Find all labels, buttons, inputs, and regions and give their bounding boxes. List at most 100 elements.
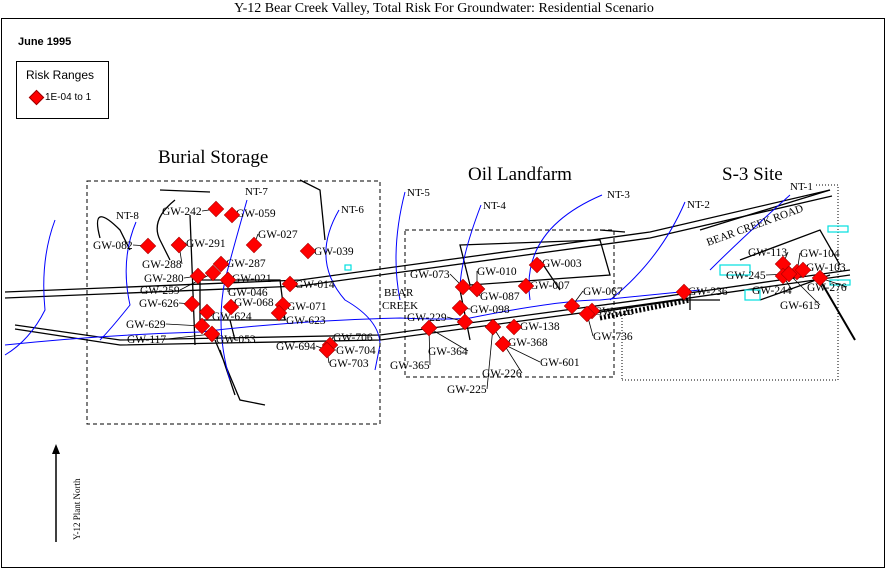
well-marker-diamond-icon[interactable] (198, 303, 216, 321)
well-marker-diamond-icon[interactable] (223, 206, 241, 224)
legend: Risk Ranges 1E-04 to 1 (16, 61, 109, 119)
well-marker-diamond-icon[interactable] (212, 255, 230, 273)
well-label: GW-276 (807, 282, 847, 294)
well-label: GW-706 (333, 332, 373, 344)
well-marker-diamond-icon[interactable] (563, 297, 581, 315)
well-label: GW-615 (780, 300, 820, 312)
well-marker-diamond-icon[interactable] (675, 283, 693, 301)
site-boundaries (86, 180, 839, 425)
burial-roads (156, 179, 326, 346)
burial-storage-boundary (86, 180, 381, 425)
well-marker-diamond-icon[interactable] (468, 280, 486, 298)
well-label: GW-021 (232, 273, 272, 285)
well-marker-diamond-icon[interactable] (299, 242, 317, 260)
well-label: GW-117 (127, 334, 166, 346)
well-marker-diamond-icon[interactable] (222, 298, 240, 316)
well-label: GW-624 (212, 311, 252, 323)
well-label: GW-703 (329, 358, 369, 370)
well-label: GW-046 (228, 287, 268, 299)
well-label: GW-601 (540, 357, 580, 369)
creek-road-south (14, 274, 851, 346)
north-label: Y-12 Plant North (72, 478, 82, 540)
well-label: GW-068 (234, 297, 274, 309)
well-label: GW-073 (410, 269, 450, 281)
well-marker-diamond-icon[interactable] (505, 318, 523, 336)
well-marker-diamond-icon[interactable] (219, 271, 237, 289)
well-marker-diamond-icon[interactable] (189, 267, 207, 285)
well-marker-diamond-icon[interactable] (528, 256, 546, 274)
well-label: GW-067 (583, 286, 623, 298)
rail-siding (599, 297, 691, 321)
well-label: GW-244 (752, 285, 792, 297)
well-label: GW-014 (295, 279, 335, 291)
well-label: GW-059 (236, 208, 276, 220)
nt8-stream (99, 221, 137, 341)
well-marker-diamond-icon[interactable] (780, 265, 798, 283)
map-title: Y-12 Bear Creek Valley, Total Risk For G… (234, 1, 654, 16)
well-label: GW-365 (390, 360, 430, 372)
well-label: GW-087 (480, 291, 520, 303)
well-label: GW-291 (186, 238, 226, 250)
well-label: GW-280 (144, 273, 184, 285)
well-label: GW-288 (142, 259, 182, 271)
well-marker-diamond-icon[interactable] (517, 277, 535, 295)
site-label: Oil Landfarm (468, 164, 572, 185)
well-label: GW-053 (216, 334, 256, 346)
nt2-stream (609, 201, 686, 301)
leader-line (788, 273, 821, 306)
well-marker-diamond-icon[interactable] (281, 275, 299, 293)
bear-creek-stream (4, 289, 701, 346)
creek-label: BEAR (384, 287, 414, 299)
well-marker-diamond-icon[interactable] (193, 317, 211, 335)
road-north-edge (4, 189, 831, 293)
well-label: GW-368 (508, 337, 548, 349)
well-label: GW-694 (276, 341, 316, 353)
well-label: GW-736 (593, 331, 633, 343)
legend-item: 1E-04 to 1 (28, 89, 92, 106)
well-marker-diamond-icon[interactable] (811, 269, 829, 287)
well-marker-diamond-icon[interactable] (420, 319, 438, 337)
well-label: GW-626 (139, 298, 179, 310)
well-marker-diamond-icon[interactable] (494, 335, 512, 353)
well-label: GW-007 (530, 280, 570, 292)
well-marker-diamond-icon[interactable] (456, 313, 474, 331)
well-marker-diamond-icon[interactable] (794, 261, 812, 279)
well-marker-diamond-icon[interactable] (204, 264, 222, 282)
well-label: GW-104 (800, 248, 840, 260)
well-marker-diamond-icon[interactable] (451, 299, 469, 317)
well-marker-diamond-icon[interactable] (183, 295, 201, 313)
well-marker-diamond-icon[interactable] (245, 236, 263, 254)
leader-line (492, 326, 523, 374)
well-label: GW-098 (470, 304, 510, 316)
well-marker-diamond-icon[interactable] (139, 237, 157, 255)
oil-landfarm-boundary (404, 229, 615, 378)
well-marker-diamond-icon[interactable] (207, 200, 225, 218)
nt5-stream (395, 191, 406, 301)
well-label: GW-103 (806, 262, 846, 274)
nt6-stream (325, 209, 381, 371)
leader-line (486, 326, 494, 390)
well-marker-diamond-icon[interactable] (203, 325, 221, 343)
legend-item-label: 1E-04 to 1 (45, 92, 92, 103)
well-label: GW-704 (336, 345, 376, 357)
map-date: June 1995 (18, 36, 72, 48)
well-marker-diamond-icon[interactable] (578, 305, 596, 323)
site-label: Burial Storage (158, 147, 268, 168)
well-marker-diamond-icon[interactable] (270, 304, 288, 322)
map-border (1, 18, 885, 568)
well-label: GW-138 (520, 321, 560, 333)
tributary-label: NT-4 (483, 200, 506, 212)
s3-boundary (621, 184, 839, 381)
well-marker-diamond-icon[interactable] (484, 318, 502, 336)
tributary-label: NT-8 (116, 210, 139, 222)
site-label: S-3 Site (722, 164, 783, 185)
well-marker-diamond-icon[interactable] (170, 236, 188, 254)
well-marker-diamond-icon[interactable] (318, 341, 336, 359)
s3-roads (589, 189, 841, 316)
well-marker-diamond-icon[interactable] (774, 255, 792, 273)
tributary-label: NT-3 (607, 189, 630, 201)
well-label: GW-259 (140, 285, 180, 297)
well-marker-diamond-icon[interactable] (454, 278, 472, 296)
